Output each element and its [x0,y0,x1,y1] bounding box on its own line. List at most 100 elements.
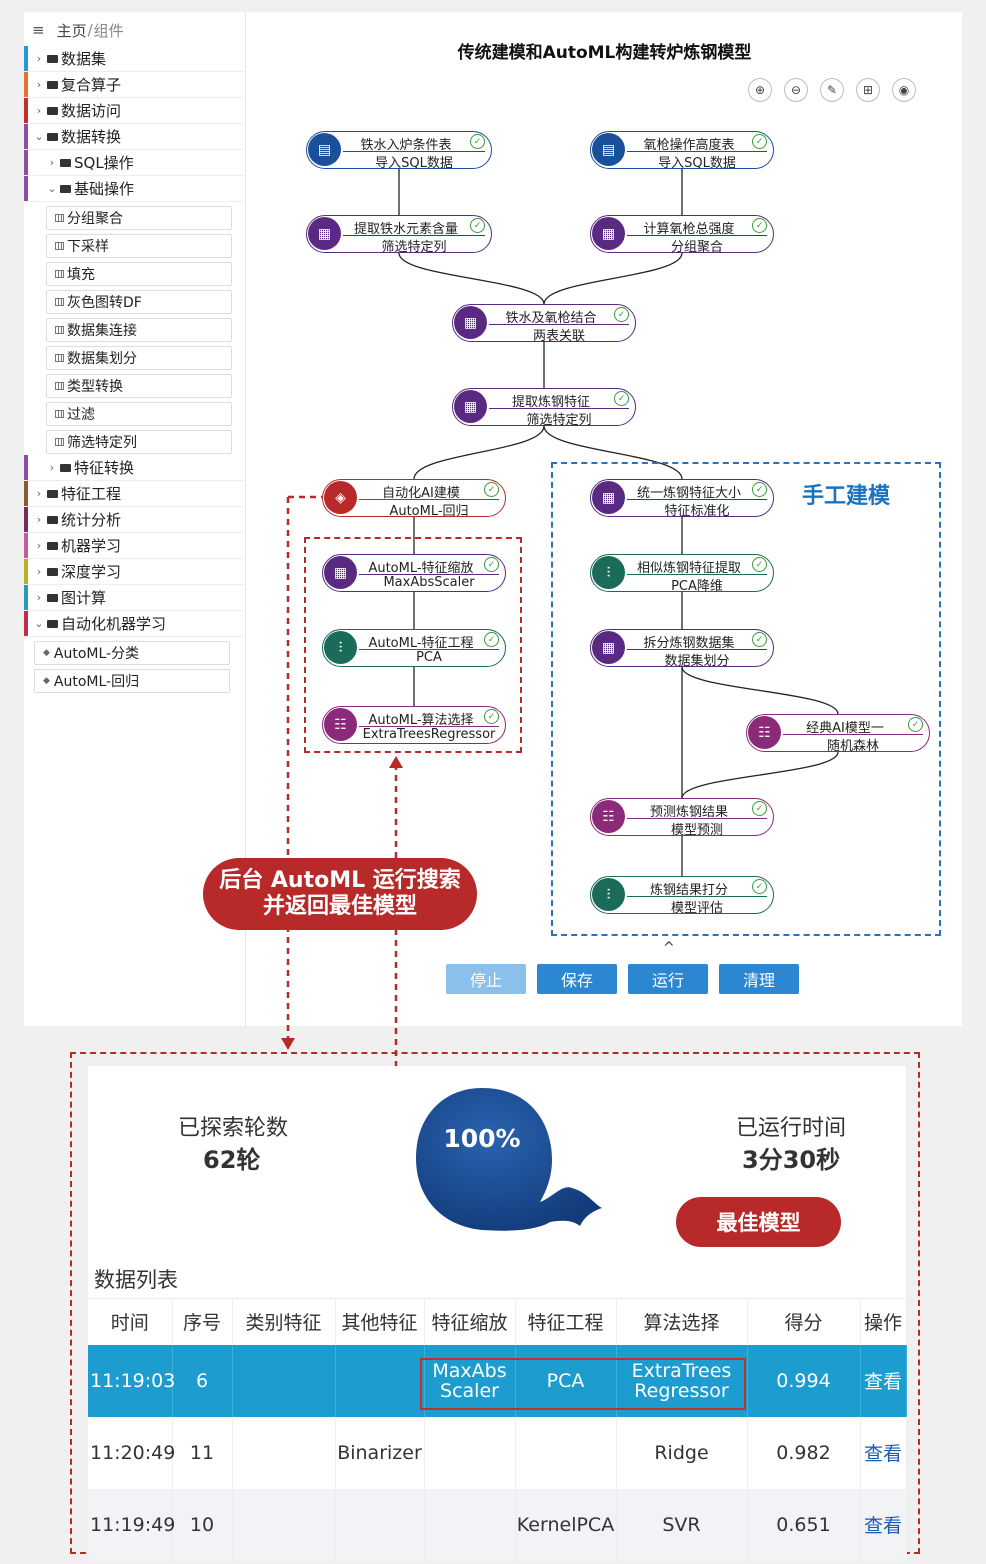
workflow-node[interactable]: ▦提取铁水元素含量筛选特定列✓ [306,215,492,255]
category-color-bar [24,507,28,532]
workflow-node[interactable]: ▤铁水入炉条件表导入SQL数据✓ [306,131,492,171]
chevron-right-icon[interactable]: › [36,487,42,500]
sidebar-item[interactable]: 下采样 [46,234,232,258]
column-header[interactable]: 得分 [747,1298,861,1345]
run-button[interactable]: 运行 [628,964,708,994]
sidebar-item[interactable]: 灰色图转DF [46,290,232,314]
workflow-node[interactable]: ▤氧枪操作高度表导入SQL数据✓ [590,131,774,171]
sidebar-item[interactable]: › 深度学习 [24,559,246,585]
folder-icon [60,184,71,193]
component-icon: ◆ [43,676,50,686]
grid-icon[interactable]: ⊞ [856,78,880,102]
chevron-right-icon[interactable]: › [49,156,55,169]
chevron-down-icon[interactable]: ⌄ [47,182,57,195]
folder-icon [47,106,58,115]
workflow-canvas[interactable]: 传统建模和AutoML构建转炉炼钢模型 [247,12,962,1026]
chevron-right-icon[interactable]: › [49,461,55,474]
workflow-node[interactable]: ▦拆分炼钢数据集数据集划分✓ [590,629,774,669]
sidebar-item[interactable]: ⌄自动化机器学习 [24,611,246,637]
sidebar-item[interactable]: 数据集划分 [46,346,232,370]
cell-score: 0.651 [747,1488,861,1561]
eye-icon[interactable]: ◉ [892,78,916,102]
view-link[interactable]: 查看 [860,1344,907,1417]
sidebar-item[interactable]: ›特征工程 [24,481,246,507]
sidebar-item[interactable]: ⌄数据转换 [24,124,246,150]
chevron-right-icon[interactable]: › [36,565,42,578]
chevron-right-icon[interactable]: › [36,78,42,91]
workflow-node[interactable]: ▦铁水及氧枪结合两表关联✓ [452,304,636,344]
cell-feature-engineering [515,1416,617,1489]
chevron-down-icon[interactable]: ⌄ [34,617,44,630]
cell-category-feature [232,1344,336,1417]
chevron-right-icon[interactable]: › [36,539,42,552]
chevron-right-icon[interactable]: › [36,513,42,526]
node-subtitle: 分组聚合 [627,235,767,255]
sidebar-item[interactable]: ›SQL操作 [24,150,246,176]
zoom-in-icon[interactable]: ⊕ [748,78,772,102]
sidebar-item-label: 数据集 [61,50,107,68]
column-header[interactable]: 序号 [172,1298,233,1345]
chevron-right-icon[interactable]: › [36,591,42,604]
sidebar-item[interactable]: 过滤 [46,402,232,426]
sidebar-item[interactable]: ›图计算 [24,585,246,611]
sidebar-item[interactable]: ◆AutoML-分类 [34,641,230,665]
sidebar-item[interactable]: ◆AutoML-回归 [34,669,230,693]
sliders-icon: ⫶ [592,878,625,911]
sidebar-item[interactable]: 筛选特定列 [46,430,232,454]
menu-icon[interactable]: ≡ [32,21,45,39]
save-button[interactable]: 保存 [537,964,617,994]
check-icon: ✓ [470,218,485,233]
sidebar-item-label: 灰色图转DF [67,295,142,311]
column-header[interactable]: 特征缩放 [424,1298,516,1345]
sidebar-item[interactable]: ›机器学习 [24,533,246,559]
chevron-right-icon[interactable]: › [36,52,42,65]
workflow-node[interactable]: ▦计算氧枪总强度分组聚合✓ [590,215,774,255]
sidebar-item[interactable]: ›数据访问 [24,98,246,124]
sidebar-item[interactable]: ›统计分析 [24,507,246,533]
clear-button[interactable]: 清理 [719,964,799,994]
collapse-caret[interactable]: ^ [663,940,675,956]
view-link[interactable]: 查看 [860,1416,907,1489]
stop-button[interactable]: 停止 [446,964,526,994]
column-header[interactable]: 时间 [88,1298,173,1345]
workflow-node[interactable]: ☷经典AI模型一随机森林✓ [746,714,930,754]
column-header[interactable]: 其他特征 [335,1298,425,1345]
sidebar-item[interactable]: ⌄基础操作 [24,176,246,202]
folder-icon [47,489,58,498]
column-header[interactable]: 算法选择 [616,1298,748,1345]
chevron-right-icon[interactable]: › [36,104,42,117]
sidebar-item[interactable]: 数据集连接 [46,318,232,342]
sidebar-item[interactable]: 分组聚合 [46,206,232,230]
sidebar-item[interactable]: ›特征转换 [24,455,246,481]
cell-feature-scaling [424,1416,516,1489]
sidebar-item[interactable]: 类型转换 [46,374,232,398]
sidebar-item-label: 深度学习 [61,563,122,581]
workflow-node[interactable]: ▦提取炼钢特征筛选特定列✓ [452,388,636,428]
format-icon[interactable]: ✎ [820,78,844,102]
sidebar-item[interactable]: ›复合算子 [24,72,246,98]
column-header[interactable]: 操作 [860,1298,907,1345]
sidebar-item[interactable]: 填充 [46,262,232,286]
sidebar-item-label: 过滤 [67,407,95,423]
column-header[interactable]: 类别特征 [232,1298,336,1345]
chevron-down-icon[interactable]: ⌄ [34,130,44,143]
view-link[interactable]: 查看 [860,1488,907,1561]
sidebar-item[interactable]: › 数据集 [24,46,246,72]
category-color-bar [24,98,28,123]
workflow-node[interactable]: ▦统一炼钢特征大小特征标准化✓ [590,479,774,519]
workflow-node[interactable]: ⫶炼钢结果打分模型评估✓ [590,876,774,916]
breadcrumb-home[interactable]: 主页 [56,21,87,40]
column-header[interactable]: 特征工程 [515,1298,617,1345]
zoom-out-icon[interactable]: ⊖ [784,78,808,102]
workflow-node[interactable]: ☷预测炼钢结果模型预测✓ [590,798,774,838]
node-subtitle: 模型预测 [627,818,767,838]
